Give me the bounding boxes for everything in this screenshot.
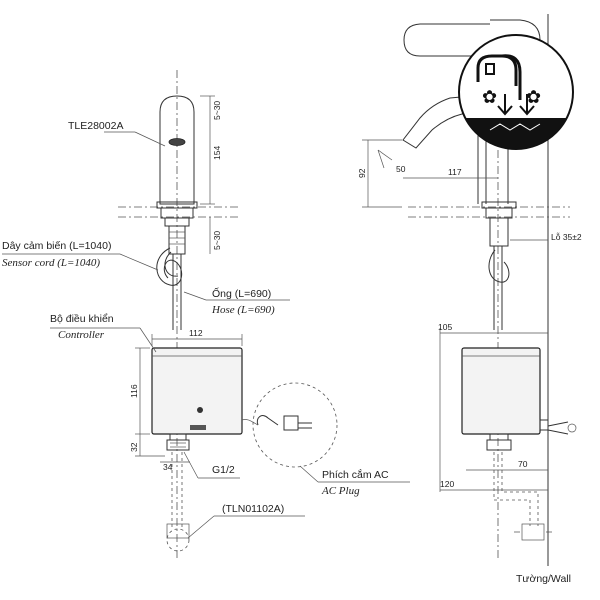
ac-plug-detail bbox=[241, 382, 338, 468]
sensor-cord-label-en: Sensor cord (L=1040) bbox=[2, 257, 100, 269]
dim-34: 34 bbox=[163, 462, 173, 472]
svg-text:✿: ✿ bbox=[482, 87, 497, 108]
dim-120: 120 bbox=[440, 479, 454, 489]
dim-5-30-bottom: 5~30 bbox=[212, 231, 222, 250]
svg-text:✿: ✿ bbox=[526, 87, 541, 108]
plug-label-en: AC Plug bbox=[321, 485, 360, 497]
dim-112: 112 bbox=[189, 328, 203, 338]
controller-label-en: Controller bbox=[58, 329, 105, 341]
dim-70: 70 bbox=[518, 459, 528, 469]
sensor-cord-label-vi: Dây cảm biến (L=1040) bbox=[2, 240, 111, 252]
hose-label-vi: Ống (L=690) bbox=[212, 286, 271, 300]
fitting-label: (TLN01102A) bbox=[222, 503, 284, 515]
model-label: TLE28002A bbox=[68, 120, 123, 132]
side-dimensions bbox=[362, 139, 548, 492]
faucet-body-front bbox=[156, 95, 198, 330]
leaders bbox=[2, 131, 410, 539]
controller-label-vi: Bộ điều khiển bbox=[50, 313, 114, 325]
hose-label-en: Hose (L=690) bbox=[211, 304, 275, 316]
controller-front bbox=[151, 347, 243, 552]
plug-label-vi: Phích cắm AC bbox=[322, 468, 389, 481]
sensor-faucet-icon: ✿ ✿ bbox=[458, 34, 574, 150]
side-view: 92 117 50 105 70 120 Lỗ 35±2 Tường/Wall bbox=[357, 14, 582, 585]
controller-side bbox=[461, 347, 577, 541]
wall-label: Tường/Wall bbox=[516, 573, 571, 585]
dim-154: 154 bbox=[212, 146, 222, 160]
hole-label: Lỗ 35±2 bbox=[551, 232, 582, 242]
dim-92: 92 bbox=[357, 168, 367, 178]
dim-117: 117 bbox=[448, 167, 462, 177]
front-view: TLE28002A Dây cảm biến (L=1040) Sensor c… bbox=[2, 70, 410, 560]
dim-5-30-top: 5~30 bbox=[212, 101, 222, 120]
front-dimensions bbox=[135, 95, 243, 463]
dim-105: 105 bbox=[438, 322, 452, 332]
dim-116: 116 bbox=[129, 384, 139, 398]
dim-50-angle: 50 bbox=[396, 164, 406, 174]
thread-label: G1/2 bbox=[212, 464, 235, 476]
dim-32: 32 bbox=[129, 442, 139, 452]
